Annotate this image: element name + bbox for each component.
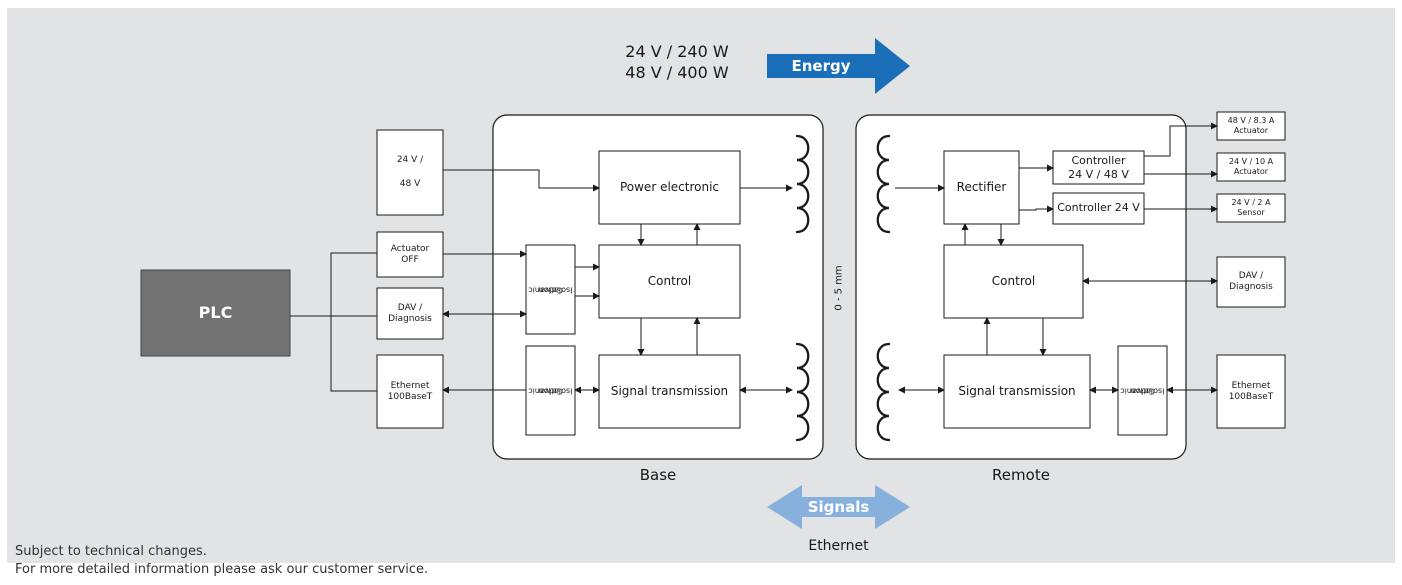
controller-24-box	[1052, 192, 1145, 225]
right-ethernet-line-2: 100BaseT	[1228, 391, 1274, 402]
left-ethernet-line-1: Ethernet	[390, 380, 430, 391]
block-diagram	[140, 38, 1286, 529]
base-power-coil	[795, 134, 810, 234]
remote-signal-transmission-box	[943, 354, 1091, 429]
footer-line-1: Subject to technical changes.	[15, 544, 207, 559]
output-48v-line-1: 48 V / 8.3 A	[1227, 116, 1275, 126]
left-ethernet-box	[376, 354, 444, 429]
output-24v2-line-1: 24 V / 2 A	[1231, 198, 1271, 208]
base-control-box	[598, 244, 741, 319]
controller-24-48-label: Controller 24 V / 48 V	[1053, 151, 1144, 184]
base-signal-transmission-label: Signal transmission	[610, 383, 729, 398]
supply-box	[376, 129, 444, 216]
rectifier-box	[943, 150, 1020, 225]
actuator-off-line-2: OFF	[401, 254, 419, 265]
actuator-off-box	[376, 231, 444, 278]
supply-line-1: 24 V /	[396, 155, 424, 166]
base-signal-coil	[795, 342, 810, 442]
remote-control-label: Control	[991, 273, 1036, 288]
remote-signal-transmission-label: Signal transmission	[958, 383, 1076, 398]
output-24v10-label: 24 V / 10 A Actuator	[1217, 153, 1285, 181]
remote-power-coil	[876, 134, 891, 234]
output-24v2-box	[1216, 193, 1286, 223]
ethernet-caption: Ethernet	[808, 538, 869, 554]
base-control-label: Control	[647, 273, 692, 288]
energy-arrow	[767, 38, 910, 94]
output-24v10-line-1: 24 V / 10 A	[1228, 157, 1274, 167]
power-rating-line-2: 48 V / 400 W	[625, 63, 729, 82]
right-dav-box	[1216, 256, 1286, 308]
left-ethernet-label: Ethernet 100BaseT	[377, 355, 443, 428]
remote-galvanic-isolation-box	[1117, 345, 1168, 436]
remote-galvanic-line-2: Isolation	[1130, 386, 1165, 396]
plc-block	[140, 269, 291, 357]
power-electronic-label: Power electronic	[619, 179, 720, 194]
power-rating-line-1: 24 V / 240 W	[625, 42, 729, 61]
left-dav-line-2: Diagnosis	[388, 313, 432, 324]
right-dav-line-2: Diagnosis	[1229, 282, 1273, 292]
remote-title: Remote	[992, 466, 1050, 484]
output-24v10-box	[1216, 152, 1286, 182]
output-24v2-label: 24 V / 2 A Sensor	[1217, 194, 1285, 222]
galvanic-isolation-box-2	[525, 345, 576, 436]
gap-label: 0 - 5 mm	[834, 265, 846, 311]
controller-1-line-1: Controller	[1071, 154, 1126, 168]
left-dav-line-1: DAV /	[397, 302, 423, 313]
actuator-off-label: Actuator OFF	[377, 232, 443, 277]
output-48v-box	[1216, 111, 1286, 141]
galvanic-2-line-2: Isolation	[538, 386, 573, 396]
galvanic-isolation-box-1	[525, 244, 576, 335]
output-24v10-line-2: Actuator	[1233, 167, 1269, 176]
controller-24-label: Controller 24 V	[1057, 201, 1140, 215]
output-48v-label: 48 V / 8.3 A Actuator	[1217, 112, 1285, 140]
power-electronic-box	[598, 150, 741, 225]
output-24v2-line-2: Sensor	[1237, 208, 1265, 217]
diagram-canvas: 24 V / 240 W 48 V / 400 W Energy Signals…	[7, 8, 1395, 577]
left-dav-label: DAV / Diagnosis	[377, 288, 443, 339]
remote-control-box	[943, 244, 1084, 319]
base-title: Base	[639, 466, 677, 484]
supply-line-2: 48 V	[399, 178, 421, 189]
right-ethernet-label: Ethernet 100BaseT	[1217, 355, 1285, 428]
signals-arrow	[767, 485, 910, 529]
right-dav-line-1: DAV /	[1238, 271, 1264, 282]
remote-signal-coil	[876, 342, 891, 442]
footer-line-2: For more detailed information please ask…	[15, 562, 429, 577]
actuator-off-line-1: Actuator	[390, 244, 430, 255]
rectifier-label: Rectifier	[956, 179, 1007, 194]
left-ethernet-line-2: 100BaseT	[387, 391, 433, 402]
signals-label: Signals	[807, 498, 870, 516]
output-48v-line-2: Actuator	[1233, 126, 1269, 135]
galvanic-1-line-2: Isolation	[538, 285, 573, 295]
base-signal-transmission-box	[598, 354, 741, 429]
plc-label: PLC	[198, 302, 233, 322]
right-ethernet-box	[1216, 354, 1286, 429]
right-dav-label: DAV / Diagnosis	[1217, 257, 1285, 307]
energy-label: Energy	[791, 57, 851, 75]
controller-1-line-2: 24 V / 48 V	[1068, 167, 1129, 181]
supply-label: 24 V / 48 V	[377, 130, 443, 215]
right-ethernet-line-1: Ethernet	[1231, 380, 1271, 391]
